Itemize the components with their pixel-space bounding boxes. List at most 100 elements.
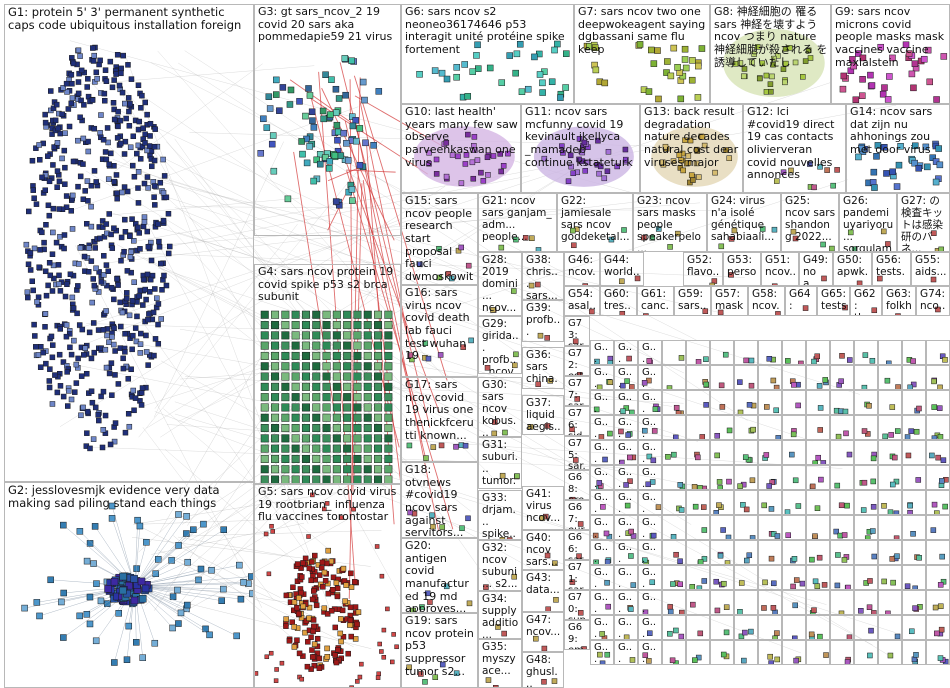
user-node-icon[interactable] xyxy=(937,655,944,661)
user-node-icon[interactable] xyxy=(291,393,300,402)
user-node-icon[interactable] xyxy=(468,337,474,344)
user-node-icon[interactable] xyxy=(208,566,215,574)
user-node-icon[interactable] xyxy=(168,557,175,564)
small-group-cell[interactable] xyxy=(902,465,926,490)
user-node-icon[interactable] xyxy=(151,144,158,150)
user-node-icon[interactable] xyxy=(596,170,602,177)
user-node-icon[interactable] xyxy=(622,156,629,163)
user-node-icon[interactable] xyxy=(301,475,310,483)
user-node-icon[interactable] xyxy=(893,478,900,485)
small-group-cell[interactable] xyxy=(686,440,710,465)
user-node-icon[interactable] xyxy=(115,108,121,115)
user-node-icon[interactable] xyxy=(718,382,725,389)
user-node-icon[interactable] xyxy=(306,565,313,572)
user-node-icon[interactable] xyxy=(874,142,882,149)
user-node-icon[interactable] xyxy=(332,372,341,381)
group-box-g46[interactable]: G46: ncov... xyxy=(564,252,600,286)
user-node-icon[interactable] xyxy=(379,573,385,579)
user-node-icon[interactable] xyxy=(337,630,344,637)
user-node-icon[interactable] xyxy=(940,457,947,463)
user-node-icon[interactable] xyxy=(834,167,840,173)
user-node-icon[interactable] xyxy=(281,372,290,381)
small-group-cell[interactable] xyxy=(734,615,758,640)
group-box-g32[interactable]: G32: ncov subuni... s2... xyxy=(478,540,522,591)
small-group-cell[interactable] xyxy=(710,340,734,365)
user-node-icon[interactable] xyxy=(271,454,280,463)
user-node-icon[interactable] xyxy=(473,52,480,59)
user-node-icon[interactable] xyxy=(271,413,280,422)
user-node-icon[interactable] xyxy=(607,430,613,437)
user-node-icon[interactable] xyxy=(122,429,129,436)
user-node-icon[interactable] xyxy=(334,136,341,144)
user-node-icon[interactable] xyxy=(299,574,305,580)
user-node-icon[interactable] xyxy=(111,225,117,231)
user-node-icon[interactable] xyxy=(846,634,853,639)
user-node-icon[interactable] xyxy=(541,645,548,651)
small-group-cell[interactable]: G... xyxy=(614,565,638,590)
user-node-icon[interactable] xyxy=(138,330,144,337)
user-node-icon[interactable] xyxy=(816,554,823,561)
user-node-icon[interactable] xyxy=(332,434,341,443)
user-node-icon[interactable] xyxy=(895,161,903,169)
group-box-g71[interactable]: G71: sar... xyxy=(564,560,590,590)
user-node-icon[interactable] xyxy=(135,200,142,206)
user-node-icon[interactable] xyxy=(33,599,41,606)
user-node-icon[interactable] xyxy=(291,434,300,443)
small-group-cell[interactable] xyxy=(854,515,878,540)
group-box-g41[interactable]: G41: virus ncov... xyxy=(522,486,564,530)
user-node-icon[interactable] xyxy=(907,384,913,389)
user-node-icon[interactable] xyxy=(120,355,126,362)
user-node-icon[interactable] xyxy=(692,657,698,663)
user-node-icon[interactable] xyxy=(104,585,112,593)
user-node-icon[interactable] xyxy=(937,582,944,588)
user-node-icon[interactable] xyxy=(859,92,866,99)
small-group-cell[interactable] xyxy=(854,440,878,465)
user-node-icon[interactable] xyxy=(818,476,824,483)
user-node-icon[interactable] xyxy=(271,362,280,371)
user-node-icon[interactable] xyxy=(713,578,719,585)
user-node-icon[interactable] xyxy=(310,177,317,185)
user-node-icon[interactable] xyxy=(274,667,279,672)
user-node-icon[interactable] xyxy=(49,401,56,407)
user-node-icon[interactable] xyxy=(281,321,290,330)
small-group-cell[interactable] xyxy=(662,540,686,565)
small-group-cell[interactable] xyxy=(830,590,854,615)
user-node-icon[interactable] xyxy=(302,112,309,120)
user-node-icon[interactable] xyxy=(628,553,634,559)
user-node-icon[interactable] xyxy=(634,275,641,282)
small-group-cell[interactable] xyxy=(926,340,950,365)
user-node-icon[interactable] xyxy=(677,95,685,103)
small-group-cell[interactable] xyxy=(734,365,758,390)
user-node-icon[interactable] xyxy=(374,351,383,360)
user-node-icon[interactable] xyxy=(773,407,779,414)
user-node-icon[interactable] xyxy=(814,505,821,511)
user-node-icon[interactable] xyxy=(271,434,280,443)
user-node-icon[interactable] xyxy=(881,578,887,585)
user-node-icon[interactable] xyxy=(592,66,600,74)
user-node-icon[interactable] xyxy=(305,639,311,645)
user-node-icon[interactable] xyxy=(111,438,118,445)
user-node-icon[interactable] xyxy=(768,506,775,512)
user-node-icon[interactable] xyxy=(338,638,344,645)
user-node-icon[interactable] xyxy=(70,305,77,311)
user-node-icon[interactable] xyxy=(343,321,352,330)
user-node-icon[interactable] xyxy=(767,81,774,87)
small-group-cell[interactable] xyxy=(902,415,926,440)
user-node-icon[interactable] xyxy=(493,685,499,687)
user-node-icon[interactable] xyxy=(71,337,77,344)
user-node-icon[interactable] xyxy=(908,428,914,434)
user-node-icon[interactable] xyxy=(459,525,465,531)
user-node-icon[interactable] xyxy=(260,393,269,402)
user-node-icon[interactable] xyxy=(309,559,315,565)
user-node-icon[interactable] xyxy=(151,194,157,200)
user-node-icon[interactable] xyxy=(24,289,31,295)
user-node-icon[interactable] xyxy=(703,381,709,388)
user-node-icon[interactable] xyxy=(124,188,131,195)
user-node-icon[interactable] xyxy=(763,452,770,458)
user-node-icon[interactable] xyxy=(858,608,864,614)
user-node-icon[interactable] xyxy=(332,393,341,402)
user-node-icon[interactable] xyxy=(744,557,750,564)
user-node-icon[interactable] xyxy=(659,159,666,166)
user-node-icon[interactable] xyxy=(465,262,472,269)
user-node-icon[interactable] xyxy=(699,434,706,439)
